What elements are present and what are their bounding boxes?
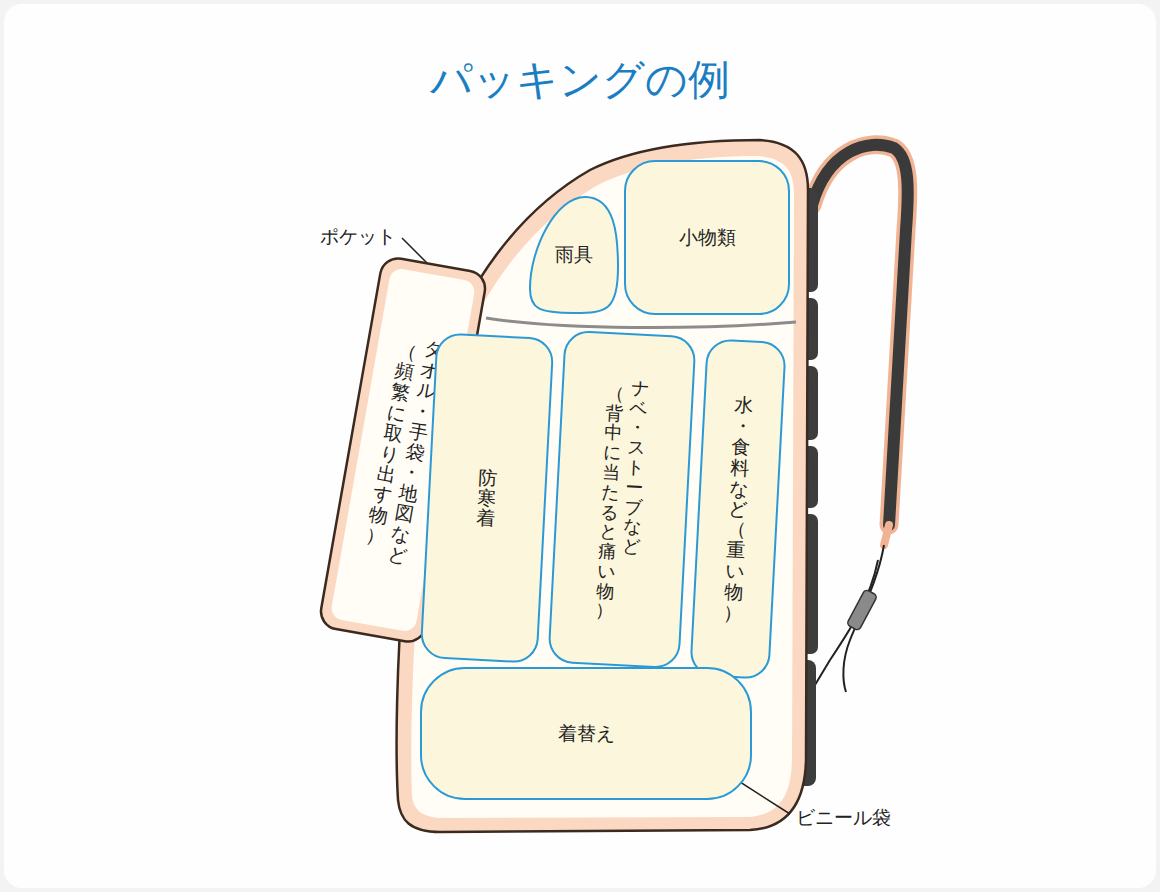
item-label: 着替え bbox=[558, 721, 615, 747]
node-content: 雨具 bbox=[555, 242, 593, 268]
backpack-body bbox=[397, 140, 808, 832]
node-content: 小物類 bbox=[679, 225, 736, 251]
node-outline bbox=[547, 330, 696, 669]
pack-outline bbox=[690, 339, 785, 679]
callout-label: ポケット bbox=[320, 224, 396, 250]
shoulder-strap bbox=[812, 145, 908, 525]
diagram-title: パッキングの例 bbox=[0, 52, 1160, 108]
item-label: 小物類 bbox=[679, 225, 736, 251]
pack-outline bbox=[625, 161, 789, 314]
small-items-pack: 小物類 bbox=[624, 160, 790, 315]
strap-tip bbox=[884, 525, 889, 545]
callout-label: ビニール袋 bbox=[796, 805, 891, 831]
pack-outline bbox=[421, 668, 751, 799]
node-content: 防寒着 bbox=[476, 466, 498, 530]
pack-outline bbox=[530, 197, 618, 313]
water-food-pack: 水・食料など（重い物） bbox=[689, 338, 787, 680]
strap-cord bbox=[843, 545, 884, 692]
rain-gear-pack: 雨具 bbox=[528, 195, 620, 315]
buckle bbox=[846, 589, 877, 631]
strap-edge bbox=[812, 145, 908, 525]
lid-divider bbox=[486, 318, 796, 328]
backpack-inside bbox=[411, 156, 794, 818]
spare-clothes-pack: 着替え bbox=[420, 667, 752, 800]
item-label: 防寒着 bbox=[476, 466, 498, 530]
item-label: 雨具 bbox=[555, 242, 593, 268]
pack-outline bbox=[548, 331, 695, 668]
cookware-pack: ナベ・ストーブなど（背中に当たると痛い物） bbox=[547, 330, 696, 669]
warm-clothes-pack: 防寒着 bbox=[420, 332, 555, 664]
pack-outline bbox=[421, 333, 554, 663]
node-content: 着替え bbox=[558, 721, 615, 747]
